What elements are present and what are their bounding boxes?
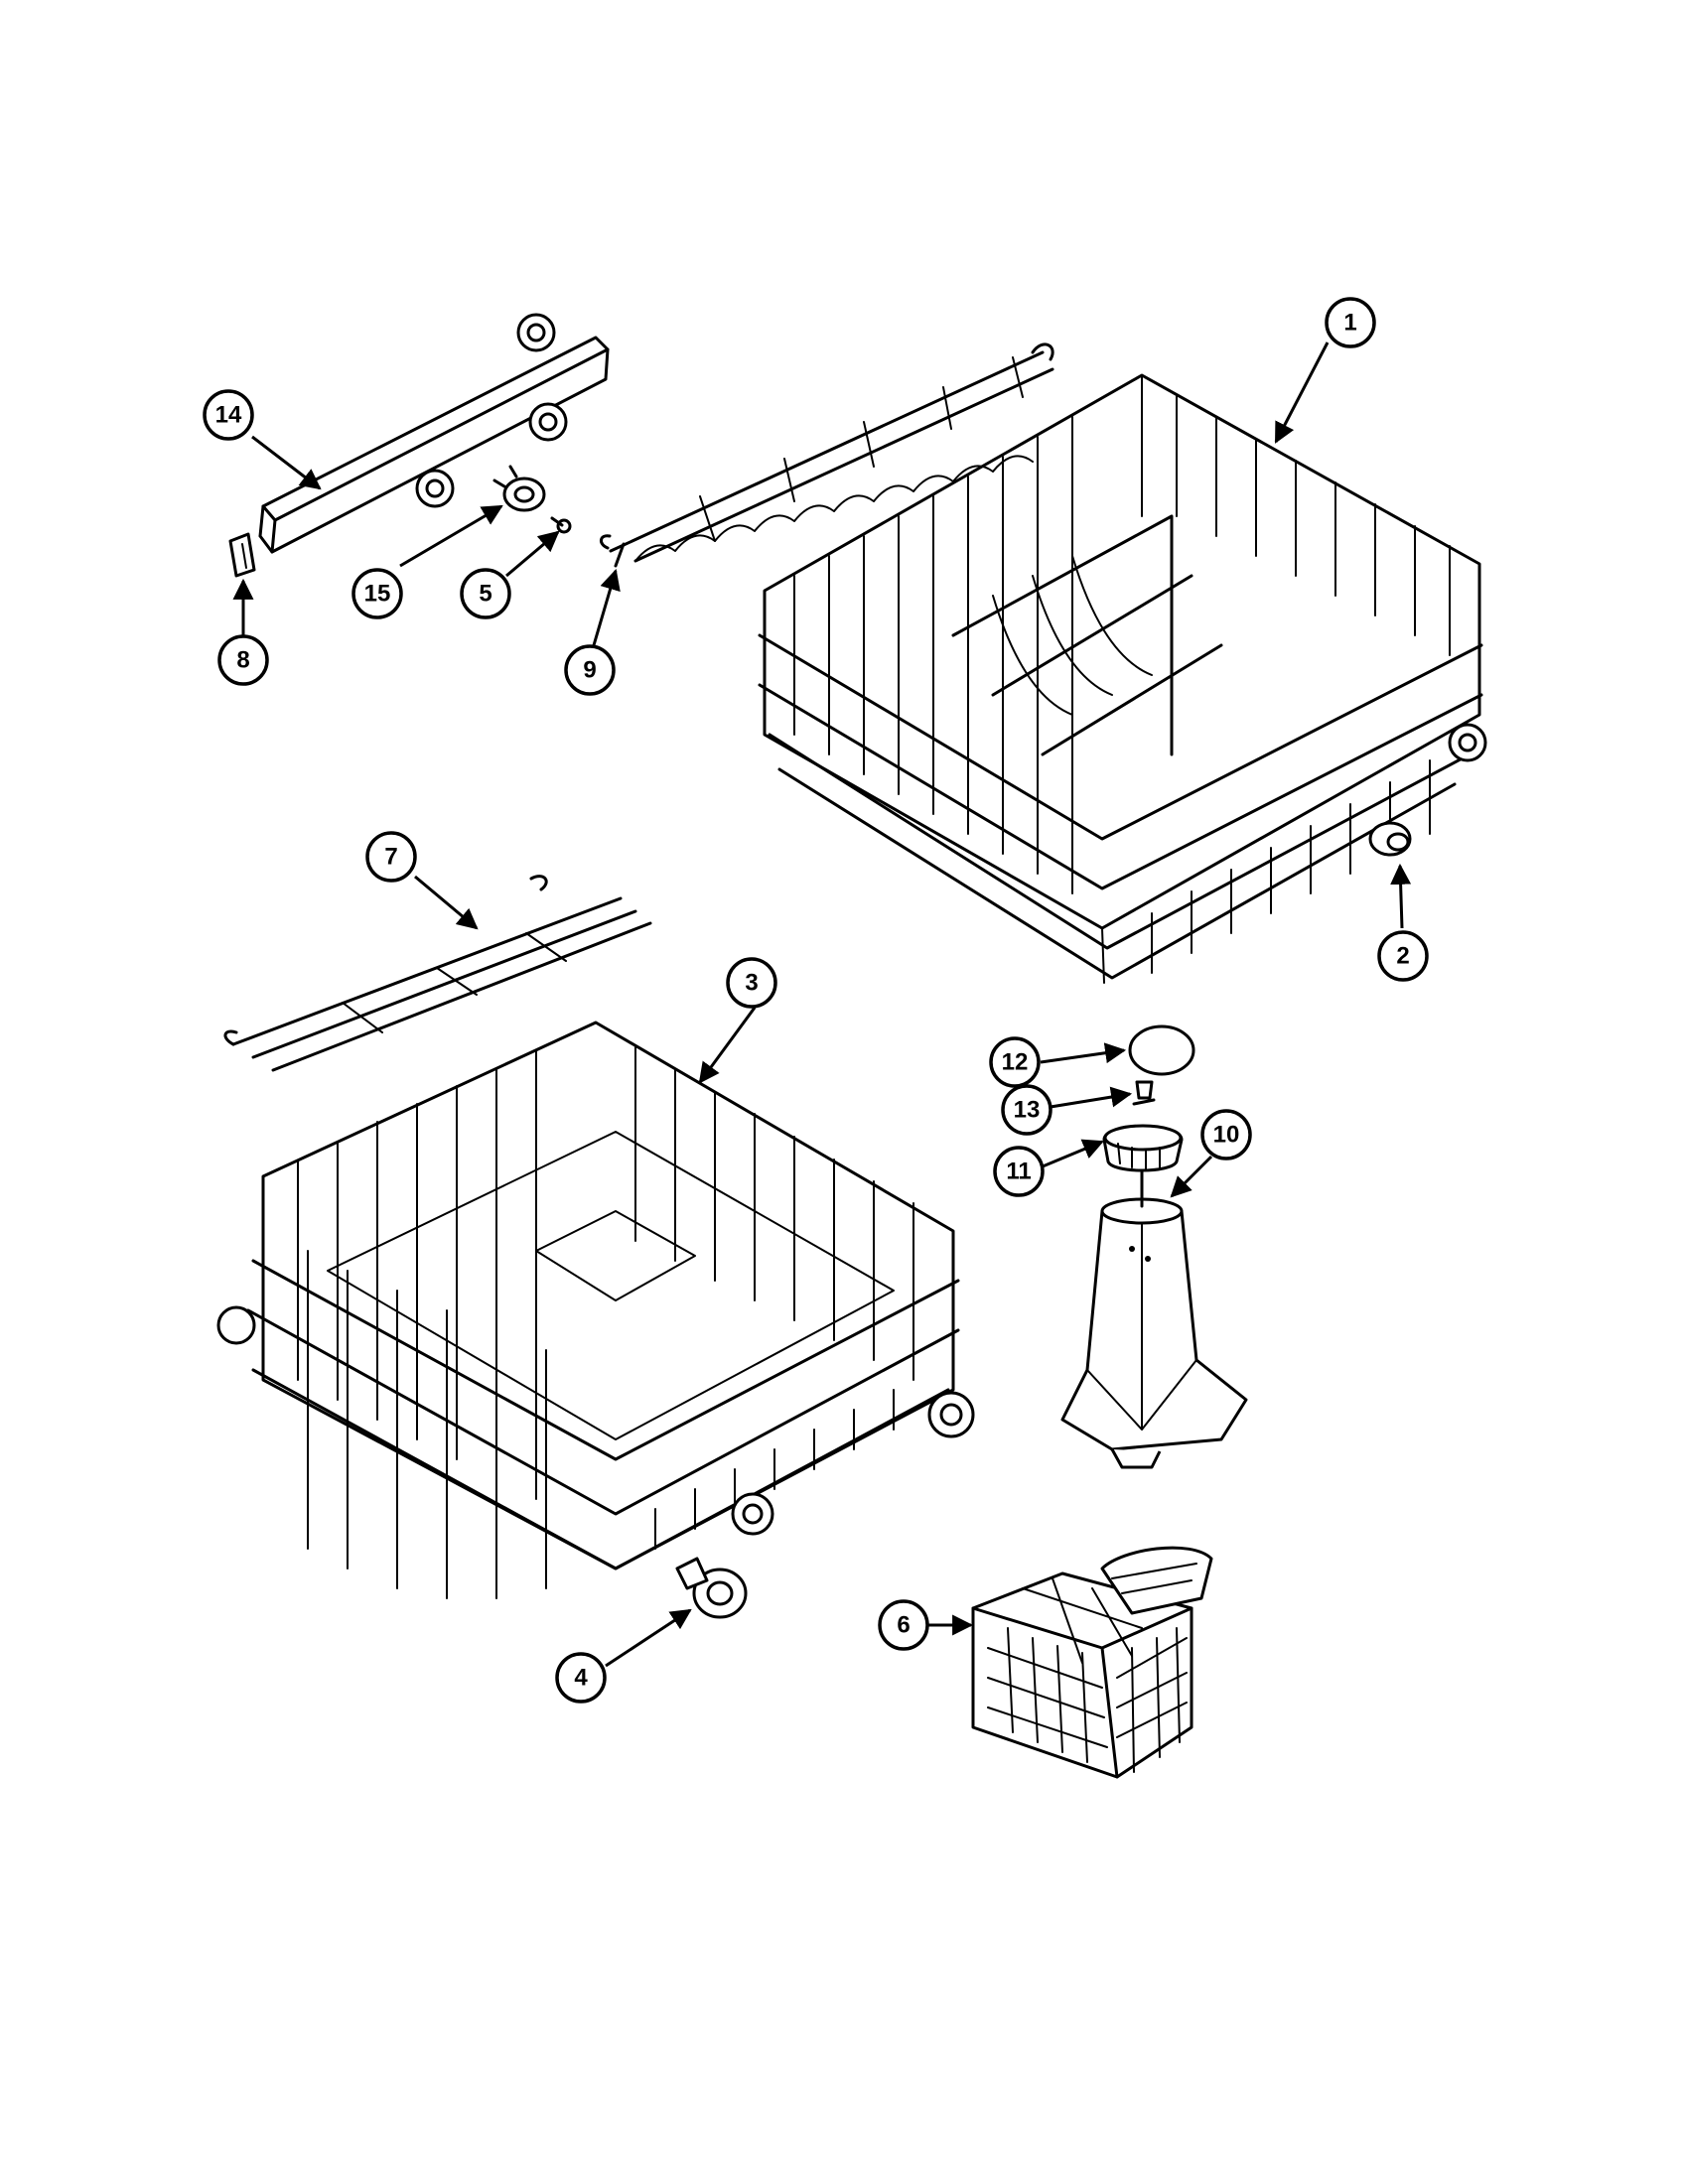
callout-7: 7 (365, 831, 417, 883)
callout-label: 6 (897, 1612, 910, 1639)
callout-6: 6 (878, 1599, 929, 1651)
callout-label: 2 (1396, 943, 1409, 970)
callout-label: 14 (215, 402, 242, 429)
callout-label: 3 (745, 970, 758, 997)
callout-label: 5 (479, 581, 491, 608)
rack-rail-part (258, 313, 610, 554)
rack-stop-part (1368, 821, 1412, 857)
leader-10 (1170, 1155, 1213, 1198)
leader-5 (505, 530, 560, 578)
lower-shelf-part (223, 875, 652, 1072)
callout-label: 9 (583, 657, 596, 684)
silverware-basket-part (971, 1546, 1213, 1779)
leader-11 (1042, 1139, 1104, 1168)
leader-13 (1050, 1086, 1133, 1109)
callout-15: 15 (351, 568, 403, 619)
callout-label: 13 (1014, 1097, 1041, 1124)
callout-12: 12 (989, 1036, 1041, 1088)
callout-10: 10 (1200, 1109, 1252, 1160)
rail-end-cap-part (228, 532, 256, 578)
spray-tower-part (1060, 1164, 1248, 1469)
callout-label: 8 (236, 647, 249, 674)
leader-7 (414, 875, 479, 930)
leader-1 (1274, 341, 1330, 444)
callout-label: 11 (1006, 1159, 1031, 1185)
callout-14: 14 (203, 389, 254, 441)
callout-label: 4 (574, 1665, 588, 1692)
leader-lines (232, 341, 1412, 1668)
spray-tower-cap-part (1128, 1024, 1195, 1076)
callout-4: 4 (555, 1652, 607, 1704)
leader-12 (1040, 1042, 1127, 1064)
callout-5: 5 (460, 568, 511, 619)
callout-13: 13 (1001, 1084, 1052, 1136)
upper-rack-part (758, 373, 1487, 984)
callout-11: 11 (993, 1146, 1045, 1197)
callout-label: 15 (364, 581, 391, 608)
callout-1: 1 (1325, 297, 1376, 348)
leader-9 (592, 568, 621, 646)
callout-label: 7 (384, 844, 397, 871)
leader-3 (698, 1007, 757, 1084)
callout-3: 3 (726, 957, 777, 1009)
callout-8: 8 (217, 634, 269, 686)
callout-label: 12 (1002, 1049, 1029, 1076)
spray-tower-screw-part (1132, 1080, 1156, 1106)
lower-rack-part (216, 1021, 975, 1599)
leader-14 (251, 435, 322, 490)
lower-rack-wheel-part (675, 1557, 748, 1619)
cup-shelf-part (600, 342, 1054, 568)
rail-wheel-part (492, 465, 546, 512)
callout-2: 2 (1377, 930, 1429, 982)
callout-9: 9 (564, 644, 616, 696)
leader-4 (605, 1608, 692, 1668)
spray-tower-nut-part (1102, 1124, 1184, 1172)
callout-label: 10 (1213, 1122, 1240, 1149)
leader-15 (399, 504, 503, 568)
callout-label: 1 (1343, 310, 1356, 337)
leader-2 (1390, 863, 1412, 929)
screw-part (550, 516, 572, 534)
